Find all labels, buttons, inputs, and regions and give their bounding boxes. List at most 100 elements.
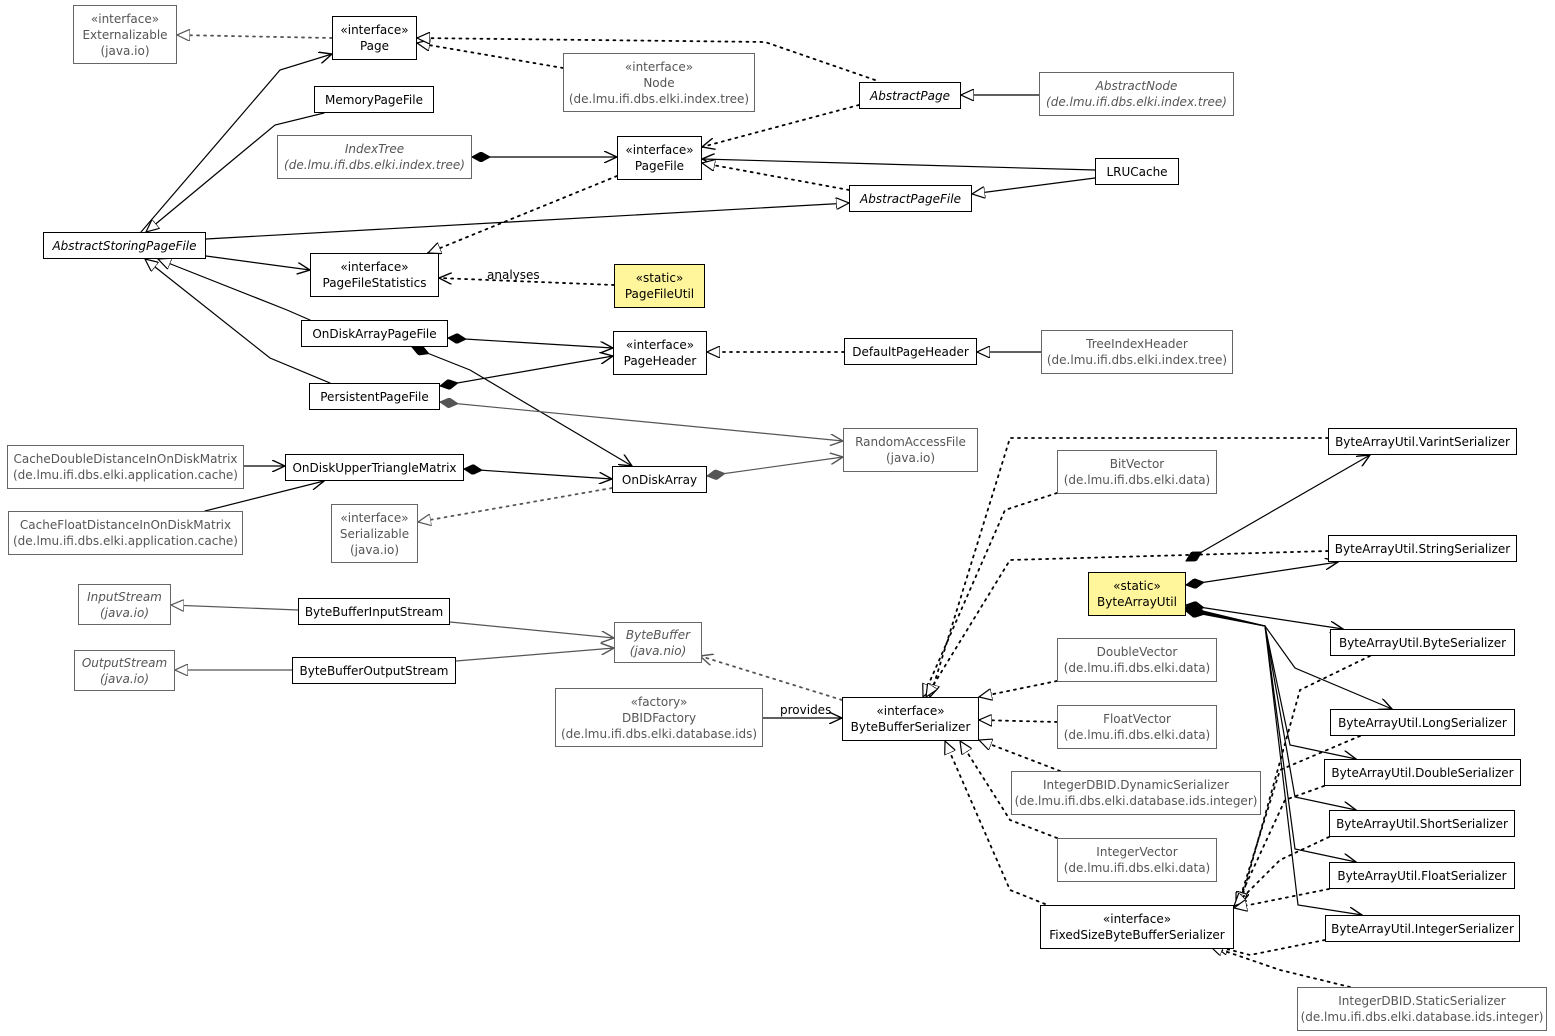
long-serializer-class[interactable]: ByteArrayUtil.LongSerializer — [1330, 709, 1515, 736]
node-text-line: ByteArrayUtil.ByteSerializer — [1338, 635, 1507, 650]
input-stream-class[interactable]: InputStream(java.io) — [78, 584, 171, 625]
byte-buffer-input-stream-class[interactable]: ByteBufferInputStream — [298, 598, 450, 625]
index-tree-class[interactable]: IndexTree(de.lmu.ifi.dbs.elki.index.tree… — [277, 135, 472, 179]
bit-vector-class[interactable]: BitVector (de.lmu.ifi.dbs.elki.data) — [1057, 450, 1217, 494]
realization-edge-54 — [1234, 888, 1330, 908]
node-text-line: «interface» — [340, 23, 409, 37]
tree-index-header-class[interactable]: TreeIndexHeader(de.lmu.ifi.dbs.elki.inde… — [1041, 330, 1233, 374]
node-text-line: Page — [359, 39, 390, 53]
node-text-line: DBIDFactory — [621, 710, 697, 725]
node-text-line: ByteArrayUtil.IntegerSerializer — [1331, 921, 1514, 936]
cache-float-distance-class[interactable]: CacheFloatDistanceInOnDiskMatrix(de.lmu.… — [8, 511, 243, 555]
abstract-storing-page-file-class[interactable]: AbstractStoringPageFile — [43, 232, 206, 259]
integer-vector-class[interactable]: IntegerVector(de.lmu.ifi.dbs.elki.data) — [1057, 838, 1217, 882]
edge-group — [140, 35, 1392, 988]
generalization-edge-9 — [205, 203, 849, 240]
realization-edge-1 — [417, 43, 564, 69]
composition-edge-49 — [1186, 611, 1362, 915]
page-interface[interactable]: «interface» Page — [332, 16, 417, 60]
integer-dbid-static-serializer-class[interactable]: IntegerDBID.StaticSerializer (de.lmu.ifi.… — [1297, 987, 1547, 1031]
short-serializer-class[interactable]: ByteArrayUtil.ShortSerializer — [1329, 810, 1515, 837]
page-file-statistics-interface[interactable]: «interface»PageFileStatistics — [310, 253, 439, 297]
node-text-line: IntegerDBID.StaticSerializer — [1338, 994, 1506, 1008]
serializable-interface[interactable]: «interface»Serializable(java.io) — [331, 504, 418, 563]
node-text-line: OutputStream — [81, 655, 168, 670]
on-disk-array-page-file-class[interactable]: OnDiskArrayPageFile — [301, 320, 448, 347]
node-text-line: Serializable — [339, 526, 410, 541]
realization-edge-34 — [979, 680, 1058, 697]
integer-serializer-class[interactable]: ByteArrayUtil.IntegerSerializer — [1325, 915, 1520, 942]
node-text-line: (java.io) — [100, 671, 149, 686]
node-text-line: LRUCache — [1106, 164, 1168, 179]
realization-edge-53 — [1234, 836, 1330, 906]
generalization-edge-15 — [158, 259, 311, 321]
composition-edge-23 — [707, 457, 843, 476]
dependency-edge-29 — [449, 621, 614, 638]
on-disk-upper-triangle-matrix-class[interactable]: OnDiskUpperTriangleMatrix — [285, 454, 464, 481]
byte-array-util-class[interactable]: «static»ByteArrayUtil — [1088, 572, 1186, 616]
node-text-line: OnDiskArray — [621, 472, 698, 487]
fixed-size-byte-buffer-serializer-interface[interactable]: «interface»FixedSizeByteBufferSerializer — [1040, 905, 1234, 949]
node-text-line: ByteArrayUtil.DoubleSerializer — [1331, 765, 1514, 780]
composition-edge-18 — [440, 356, 613, 386]
node-text-line: ByteBufferSerializer — [850, 720, 971, 734]
node-text-line: (java.io) — [350, 542, 399, 557]
dbid-factory-class[interactable]: «factory»DBIDFactory(de.lmu.ifi.dbs.elki… — [555, 688, 763, 747]
random-access-file-class[interactable]: RandomAccessFile(java.io) — [843, 428, 978, 472]
byte-buffer-serializer-interface[interactable]: «interface»ByteBufferSerializer — [842, 697, 979, 741]
page-file-util-class[interactable]: «static»PageFileUtil — [614, 264, 705, 308]
node-text-line: PageFileUtil — [624, 287, 695, 301]
dependency-edge-12 — [205, 255, 310, 270]
node-text-line: (de.lmu.ifi.dbs.elki.application.cache) — [13, 468, 238, 482]
node-text-line: (de.lmu.ifi.dbs.elki.data) — [1063, 473, 1211, 487]
varint-serializer-class[interactable]: ByteArrayUtil.VarintSerializer — [1328, 428, 1517, 455]
realization-edge-56 — [1210, 946, 1351, 988]
page-header-interface[interactable]: «interface»PageHeader — [613, 331, 707, 375]
node-text-line: (java.io) — [100, 605, 149, 620]
double-serializer-class[interactable]: ByteArrayUtil.DoubleSerializer — [1324, 759, 1521, 786]
lru-cache-class[interactable]: LRUCache — [1095, 158, 1179, 185]
float-vector-class[interactable]: FloatVector(de.lmu.ifi.dbs.elki.data) — [1057, 705, 1217, 749]
node-text-line: «interface» — [624, 59, 694, 74]
edge-label-provides: provides — [780, 703, 832, 717]
page-file-interface[interactable]: «interface»PageFile — [617, 136, 702, 180]
node-text-line: (de.lmu.ifi.dbs.elki.database.ids.intege… — [1300, 1010, 1544, 1024]
node-text-line: MemoryPageFile — [325, 92, 423, 107]
on-disk-array-class[interactable]: OnDiskArray — [612, 466, 707, 493]
node-text-line: FloatVector — [1103, 712, 1171, 726]
default-page-header-class[interactable]: DefaultPageHeader — [844, 338, 977, 365]
output-stream-class[interactable]: OutputStream(java.io) — [74, 650, 175, 691]
dependency-edge-11 — [140, 54, 332, 233]
string-serializer-class[interactable]: ByteArrayUtil.StringSerializer — [1328, 535, 1517, 562]
realization-edge-13 — [428, 175, 618, 253]
byte-serializer-class[interactable]: ByteArrayUtil.ByteSerializer — [1330, 629, 1515, 656]
node-text-line: «interface» — [625, 143, 694, 157]
float-serializer-class[interactable]: ByteArrayUtil.FloatSerializer — [1329, 862, 1515, 889]
memory-page-file-class[interactable]: MemoryPageFile — [314, 86, 434, 113]
node-text-line: (de.lmu.ifi.dbs.elki.index.tree) — [1046, 353, 1228, 367]
byte-buffer-class[interactable]: ByteBuffer(java.nio) — [614, 622, 702, 663]
node-text-line: PageFileStatistics — [322, 276, 427, 290]
integer-dbid-dynamic-serializer-class[interactable]: IntegerDBID.DynamicSerializer(de.lmu.ifi… — [1011, 771, 1261, 815]
cache-double-distance-class[interactable]: CacheDoubleDistanceInOnDiskMatrix(de.lmu… — [7, 445, 244, 489]
realization-edge-7 — [702, 163, 850, 191]
node-text-line: ByteArrayUtil.ShortSerializer — [1336, 816, 1508, 831]
composition-edge-43 — [1186, 562, 1338, 585]
node-text-line: (de.lmu.ifi.dbs.elki.data) — [1063, 861, 1211, 875]
node-text-line: (de.lmu.ifi.dbs.elki.index.tree) — [568, 91, 750, 106]
node-text-line: DoubleVector — [1096, 645, 1178, 659]
node-text-line: BitVector — [1109, 457, 1165, 471]
persistent-page-file-class[interactable]: PersistentPageFile — [309, 383, 440, 410]
double-vector-class[interactable]: DoubleVector(de.lmu.ifi.dbs.elki.data) — [1057, 638, 1217, 682]
node-text-line: RandomAccessFile — [855, 435, 966, 449]
node-text-line: AbstractPage — [870, 88, 950, 103]
node-interface[interactable]: «interface»Node(de.lmu.ifi.dbs.elki.inde… — [563, 53, 755, 112]
realization-edge-52 — [1235, 785, 1325, 906]
abstract-page-class[interactable]: AbstractPage — [859, 82, 961, 109]
abstract-node-class[interactable]: AbstractNode(de.lmu.ifi.dbs.elki.index.t… — [1039, 72, 1234, 116]
byte-buffer-output-stream-class[interactable]: ByteBufferOutputStream — [292, 657, 456, 684]
abstract-page-file-class[interactable]: AbstractPageFile — [849, 185, 972, 212]
externalizable-interface[interactable]: «interface»Externalizable(java.io) — [73, 5, 177, 64]
realization-edge-36 — [979, 740, 1061, 772]
realization-edge-0 — [177, 35, 333, 38]
